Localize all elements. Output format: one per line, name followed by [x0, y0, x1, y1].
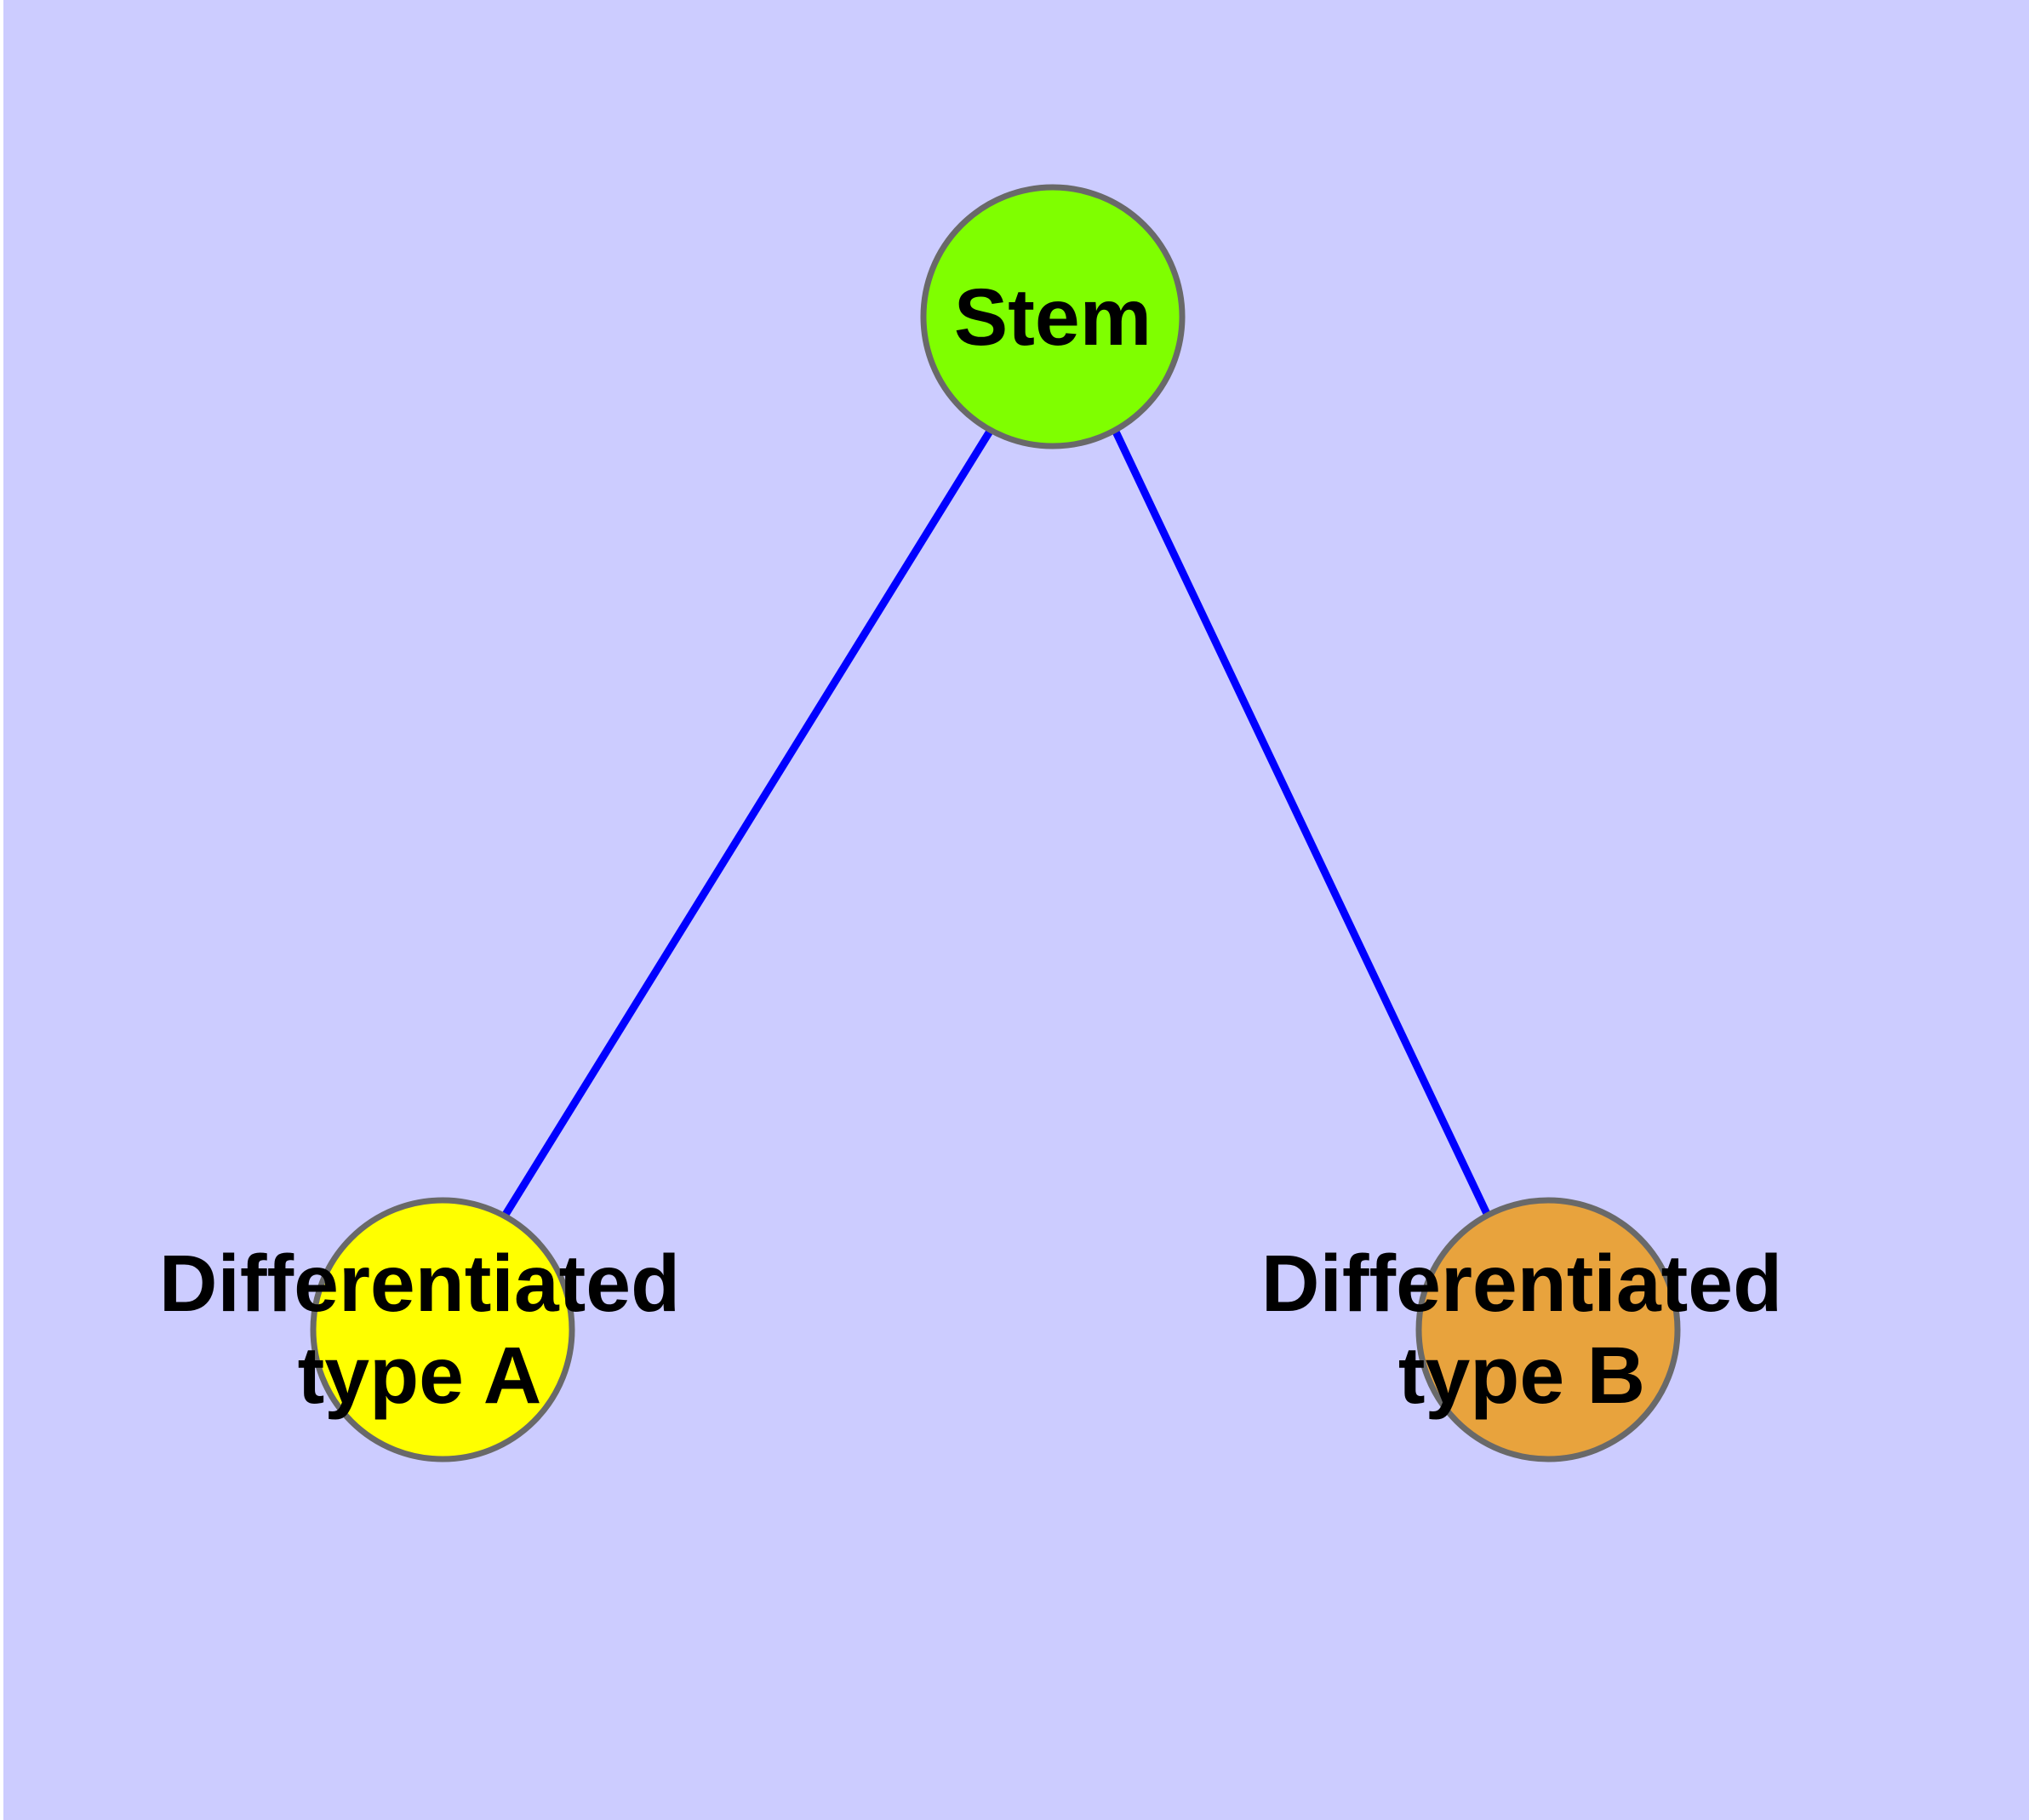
- node-differentiated-type-a[interactable]: [310, 1197, 575, 1462]
- node-layer: Stem: [310, 184, 1681, 1462]
- node-differentiated-type-a-label-line2: type A: [298, 1331, 542, 1421]
- node-differentiated-type-b-label-line1: Differentiated: [1261, 1239, 1782, 1329]
- node-differentiated-type-b-label-line2: type B: [1398, 1331, 1645, 1421]
- node-differentiated-type-a-label-line1: Differentiated: [159, 1239, 680, 1329]
- node-differentiated-type-b[interactable]: [1415, 1197, 1681, 1462]
- node-stem-circle[interactable]: [920, 184, 1186, 449]
- node-differentiated-type-a-circle[interactable]: [310, 1197, 575, 1462]
- node-stem[interactable]: Stem: [920, 184, 1186, 449]
- node-stem-label: Stem: [954, 272, 1152, 363]
- edge-stem-to-diff-a: [500, 427, 994, 1220]
- node-differentiated-type-b-circle[interactable]: [1415, 1197, 1681, 1462]
- edge-stem-to-diff-b: [1111, 428, 1493, 1219]
- node-label-layer: Differentiated type A Differentiated typ…: [159, 1239, 1782, 1421]
- edge-layer: [500, 427, 1493, 1220]
